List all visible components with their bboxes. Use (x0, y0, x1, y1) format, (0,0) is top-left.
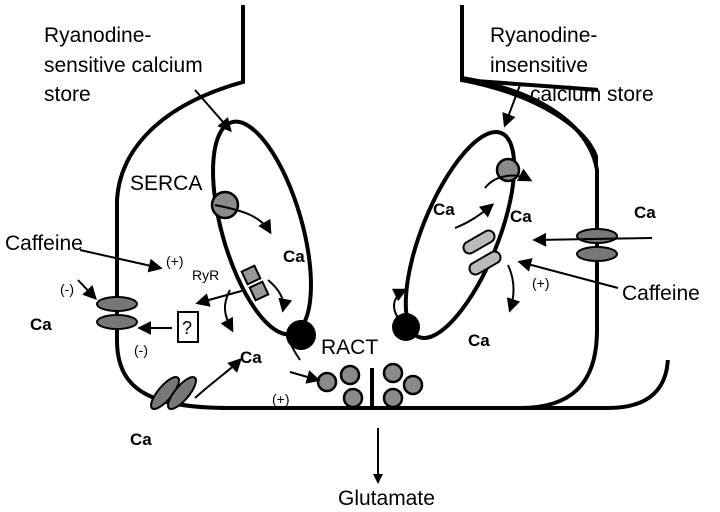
ri-store-label-3: calcium store (530, 83, 654, 106)
serca-pump-left (210, 190, 240, 220)
plasma-channel-bottom (150, 376, 197, 410)
serca-label: SERCA (130, 172, 202, 195)
ract-label: RACT (321, 336, 378, 359)
ri-store-label-1: Ryanodine- (490, 24, 597, 47)
vesicle-plus-label: (+) (272, 391, 290, 407)
plasma-channel-left (96, 296, 138, 330)
caffeine-left-label: Caffeine (5, 232, 83, 255)
rs-store-label-2: sensitive calcium (44, 54, 203, 77)
ryr-plus-label: (+) (166, 253, 184, 269)
unknown-mechanism-box (177, 311, 199, 343)
minus-bottom-label: (-) (134, 342, 148, 358)
ca-label: Ca (30, 315, 52, 334)
rs-store-label-3: store (44, 83, 91, 106)
minus-top-label: (-) (60, 281, 74, 297)
caffeine-right-label: Caffeine (622, 282, 700, 305)
arrows (77, 84, 653, 484)
ryanodine-sensitive-store (211, 119, 313, 337)
rs-store-label-1: Ryanodine- (44, 24, 151, 47)
ca-label: Ca (468, 331, 490, 350)
ca-label: Ca (283, 247, 305, 266)
terminal-membrane (115, 5, 670, 410)
ca-label: Ca (130, 430, 152, 449)
caffeine-channel-right (462, 229, 502, 276)
ryr-channel (240, 264, 270, 302)
ca-label: Ca (634, 203, 656, 222)
ryr-label: RyR (192, 267, 219, 283)
ri-store-label-2: insensitive (490, 54, 588, 77)
ract-pump-left (286, 320, 316, 350)
ca-label: Ca (510, 207, 532, 226)
synaptic-vesicles (316, 362, 424, 409)
ract-pump-right (392, 313, 420, 341)
glutamate-label: Glutamate (338, 487, 435, 510)
caffeine-right-plus: (+) (532, 275, 550, 291)
ryanodine-insensitive-store (403, 130, 517, 340)
ca-label: Ca (433, 200, 455, 219)
ca-label: Ca (240, 348, 262, 367)
unknown-mechanism-label: ? (182, 318, 192, 338)
